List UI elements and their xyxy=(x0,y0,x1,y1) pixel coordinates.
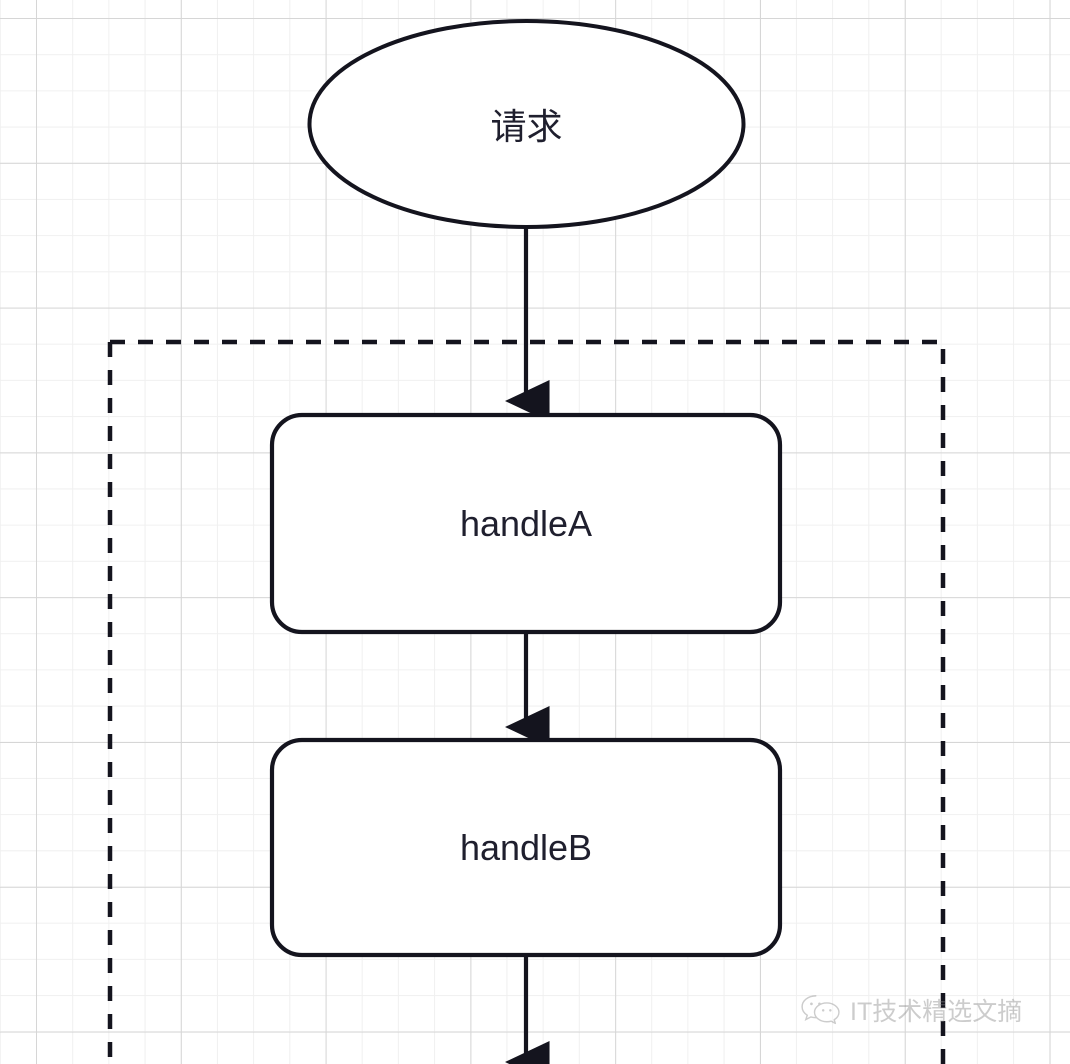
node-request[interactable] xyxy=(307,19,746,229)
dashed-group-container xyxy=(107,339,946,1064)
node-handle-a[interactable] xyxy=(269,412,783,635)
watermark-text: IT技术精选文摘 xyxy=(850,998,1023,1026)
watermark: IT技术精选文摘 xyxy=(800,992,1022,1028)
node-handle-b[interactable] xyxy=(269,737,783,958)
wechat-icon xyxy=(801,995,840,1025)
